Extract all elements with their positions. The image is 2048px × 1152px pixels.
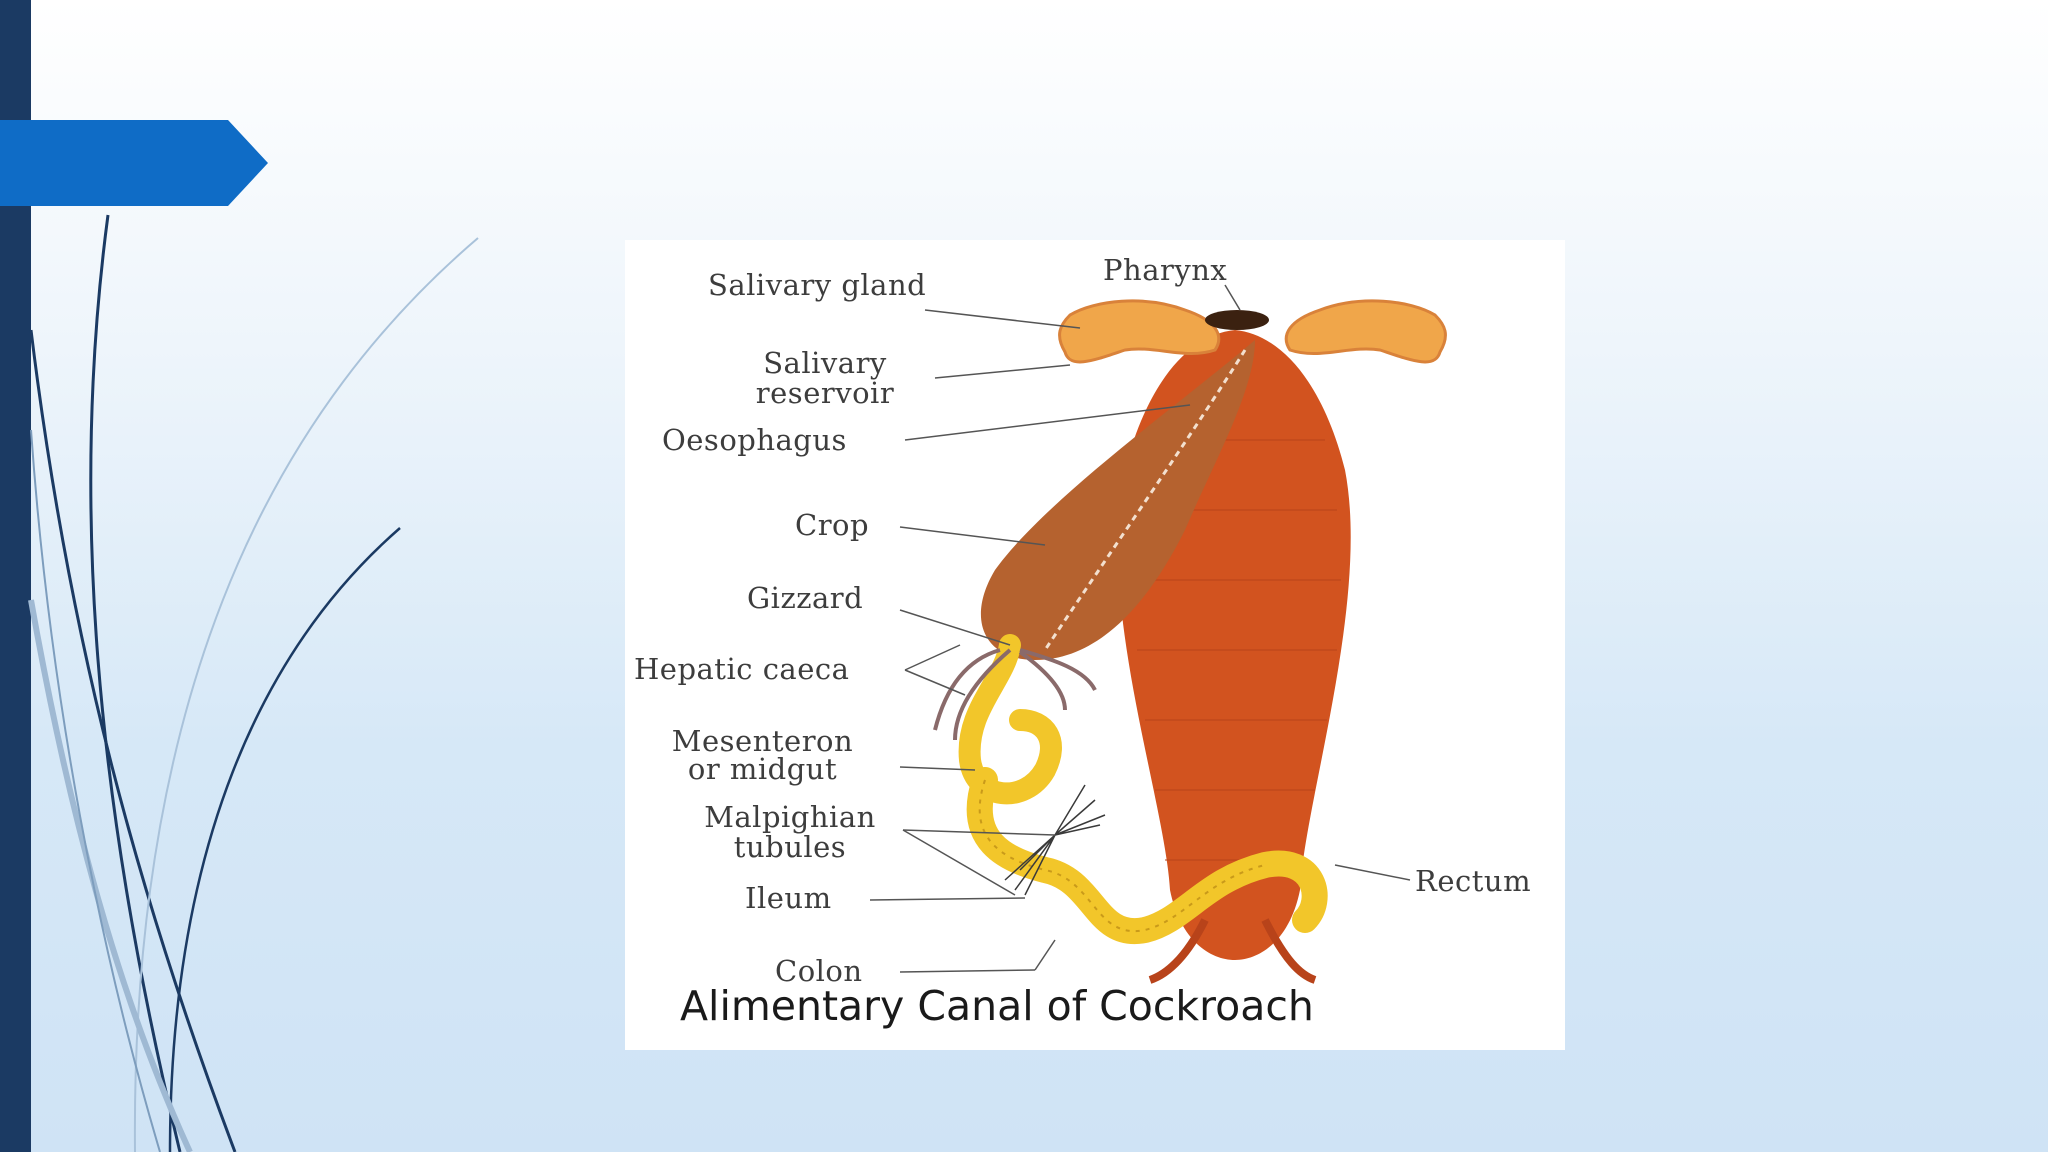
label-malpighian-1: Malpighian: [704, 800, 876, 834]
decorative-curves: [28, 214, 479, 1152]
diagram-caption: Alimentary Canal of Cockroach: [680, 982, 1314, 1030]
label-rectum: Rectum: [1415, 864, 1532, 898]
salivary-gland-right: [1284, 299, 1447, 364]
label-salivary-reservoir-2: reservoir: [755, 376, 895, 410]
malpighian-tubules: [1004, 784, 1106, 896]
label-gizzard: Gizzard: [747, 581, 864, 615]
salivary-gland-left: [1058, 299, 1221, 364]
label-crop: Crop: [795, 508, 870, 542]
label-malpighian-2: tubules: [733, 830, 847, 864]
label-oesophagus: Oesophagus: [662, 423, 847, 457]
hepatic-caeca: [933, 648, 1097, 741]
cockroach-alimentary-canal-diagram: Salivary gland Pharynx Salivary reservoi…: [625, 240, 1565, 1050]
crop: [980, 340, 1255, 660]
label-mesenteron-2: or midgut: [687, 752, 838, 786]
body-segment-lines: [1133, 439, 1341, 861]
leader-lines: [869, 284, 1411, 973]
label-ileum: Ileum: [745, 881, 832, 915]
label-salivary-reservoir-1: Salivary: [763, 346, 887, 380]
label-pharynx: Pharynx: [1103, 253, 1228, 287]
label-salivary-gland: Salivary gland: [708, 268, 927, 302]
diagram-illustration: [869, 284, 1447, 984]
body-tail: [1148, 918, 1317, 984]
title-tab-arrow: [0, 120, 268, 206]
label-mesenteron-1: Mesenteron: [671, 724, 854, 758]
colon: [966, 767, 1328, 945]
label-hepatic-caeca: Hepatic caeca: [634, 652, 850, 686]
label-colon: Colon: [775, 954, 863, 988]
